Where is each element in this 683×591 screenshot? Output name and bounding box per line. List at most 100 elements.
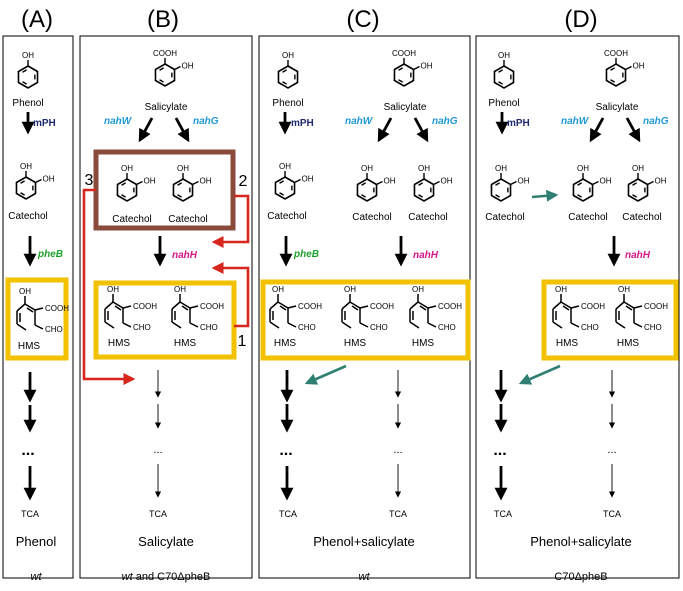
hydroxyl-label: OH — [441, 177, 453, 186]
enzyme-arrow — [589, 117, 605, 143]
tca-label: TCA — [603, 509, 621, 519]
catechol-label: Catechol — [352, 212, 391, 223]
bond — [189, 322, 199, 328]
bond — [16, 303, 26, 312]
double-bond — [498, 81, 503, 85]
bond — [409, 321, 420, 329]
enzyme-arrow — [413, 117, 429, 143]
continuation-dots: ... — [393, 444, 402, 456]
tca-label: TCA — [149, 509, 167, 519]
double-bond — [181, 305, 189, 311]
double-bond — [610, 79, 615, 83]
bond — [136, 180, 143, 186]
double-bond — [632, 194, 637, 198]
route-label-3: 3 — [85, 172, 94, 189]
bond — [623, 301, 635, 309]
bond — [171, 301, 181, 310]
strain-wt: wt — [122, 571, 134, 583]
catechol-label: Catechol — [267, 211, 306, 222]
phenol-label: Phenol — [272, 98, 303, 109]
tca-label: TCA — [21, 509, 39, 519]
route-arrow-3 — [82, 188, 136, 385]
carboxyl-label: COOH — [45, 304, 69, 313]
enzyme-label-nahh: nahH — [413, 250, 439, 261]
route-label-2: 2 — [239, 173, 248, 190]
bond — [287, 322, 297, 328]
hydroxyl-label: OH — [107, 285, 119, 294]
double-bond — [121, 194, 126, 198]
catechol-label: Catechol — [568, 212, 607, 223]
hydroxyl-label: OH — [282, 51, 294, 60]
double-bond — [398, 67, 403, 71]
bond — [359, 305, 369, 309]
double-bond — [282, 69, 287, 73]
hydroxyl-label: OH — [498, 51, 510, 60]
route-label-1: 1 — [238, 333, 247, 350]
double-bond — [495, 194, 500, 198]
hms-label: HMS — [412, 338, 435, 349]
aldehyde-label: CHO — [438, 323, 456, 332]
route-arrow-1 — [211, 262, 250, 328]
hydroxyl-label: OH — [421, 62, 433, 71]
double-bond — [279, 305, 287, 311]
double-bond — [177, 194, 182, 198]
bond — [633, 305, 643, 309]
bond — [174, 65, 181, 71]
bond — [192, 180, 199, 186]
carboxyl-label: COOH — [604, 49, 628, 58]
hydroxyl-label: OH — [200, 177, 212, 186]
hydroxyl-label: OH — [177, 164, 189, 173]
tca-label: TCA — [494, 509, 512, 519]
phenol-structure: OH — [277, 51, 299, 89]
enzyme-arrow — [138, 117, 154, 143]
hydroxyl-label: OH — [418, 164, 430, 173]
aldehyde-label: CHO — [581, 323, 599, 332]
catechol-label: Catechol — [408, 212, 447, 223]
bond — [359, 322, 369, 328]
aldehyde-label: CHO — [133, 323, 151, 332]
bond — [122, 305, 132, 309]
enzyme-label-nahg: nahG — [193, 116, 219, 127]
hms-label: HMS — [344, 338, 367, 349]
hms-label: HMS — [617, 338, 640, 349]
panel-c-letter: (C) — [346, 6, 379, 33]
carboxyl-label: COOH — [392, 49, 416, 58]
benzene-ring — [277, 65, 299, 89]
hydroxyl-label: OH — [633, 62, 645, 71]
hydroxyl-label: OH — [577, 164, 589, 173]
double-bond — [282, 81, 287, 85]
bond — [413, 65, 420, 71]
double-bond — [351, 305, 359, 311]
double-bond — [159, 67, 164, 71]
hydroxyl-label: OH — [632, 164, 644, 173]
tca-label: TCA — [389, 509, 407, 519]
enzyme-label-nahg: nahG — [643, 116, 669, 127]
phenol-label: Phenol — [12, 98, 43, 109]
hydroxyl-label: OH — [412, 285, 424, 294]
double-bond — [577, 194, 582, 198]
continuation-dots: ... — [279, 442, 292, 459]
carboxyl-label: COOH — [200, 302, 224, 311]
panel-b-substrate: Salicylate — [138, 534, 194, 549]
phenol-structure: OH — [17, 51, 39, 89]
double-bond — [577, 182, 582, 186]
bond — [341, 301, 351, 310]
hydroxyl-label: OH — [182, 62, 194, 71]
panel-a-strain: wt — [31, 571, 43, 583]
bond — [35, 178, 42, 184]
bond — [427, 305, 437, 309]
carboxyl-label: COOH — [153, 49, 177, 58]
bond — [269, 301, 279, 310]
enzyme-arrow — [625, 117, 641, 143]
double-bond — [418, 194, 423, 198]
hms-label: HMS — [174, 338, 197, 349]
hydroxyl-label: OH — [344, 285, 356, 294]
bond — [341, 321, 352, 329]
